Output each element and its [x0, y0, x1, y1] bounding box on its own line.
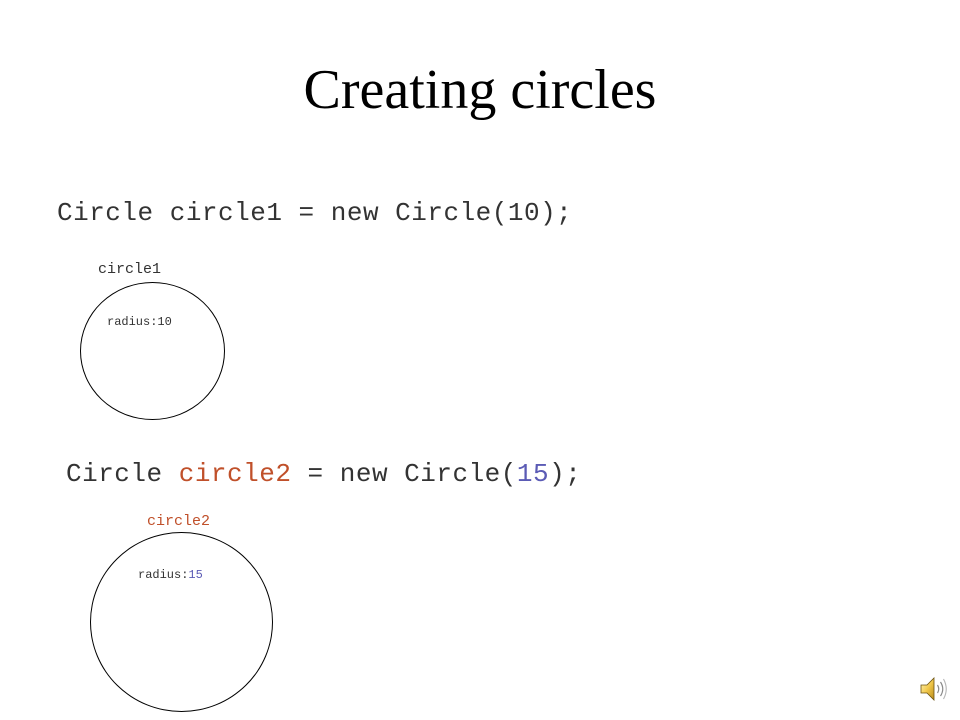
speaker-icon[interactable]: [918, 674, 948, 704]
field-radius-circle2: radius:15: [138, 569, 203, 581]
field-radius-circle1: radius:10: [107, 315, 172, 329]
code-type-keyword: Circle: [66, 459, 179, 489]
object-circle1-shape: [80, 282, 225, 420]
field-name-radius: radius:: [138, 568, 189, 582]
object-label-circle2: circle2: [147, 513, 211, 530]
code-statement-end: );: [549, 459, 582, 489]
code-variable-circle2: circle2: [178, 459, 292, 489]
object-circle2-shape: [90, 532, 273, 712]
code-statement-circle1: Circle circle1 = new Circle(10);: [57, 198, 573, 228]
code-argument-value: 15: [516, 459, 550, 489]
code-constructor-call: = new Circle(: [291, 459, 517, 489]
field-value-radius: 15: [188, 568, 203, 582]
slide-title: Creating circles: [303, 59, 657, 121]
speaker-icon-graphic: [920, 677, 947, 701]
object-label-circle1: circle1: [98, 261, 162, 278]
code-statement-circle2: Circle circle2 = new Circle(15);: [66, 461, 581, 487]
